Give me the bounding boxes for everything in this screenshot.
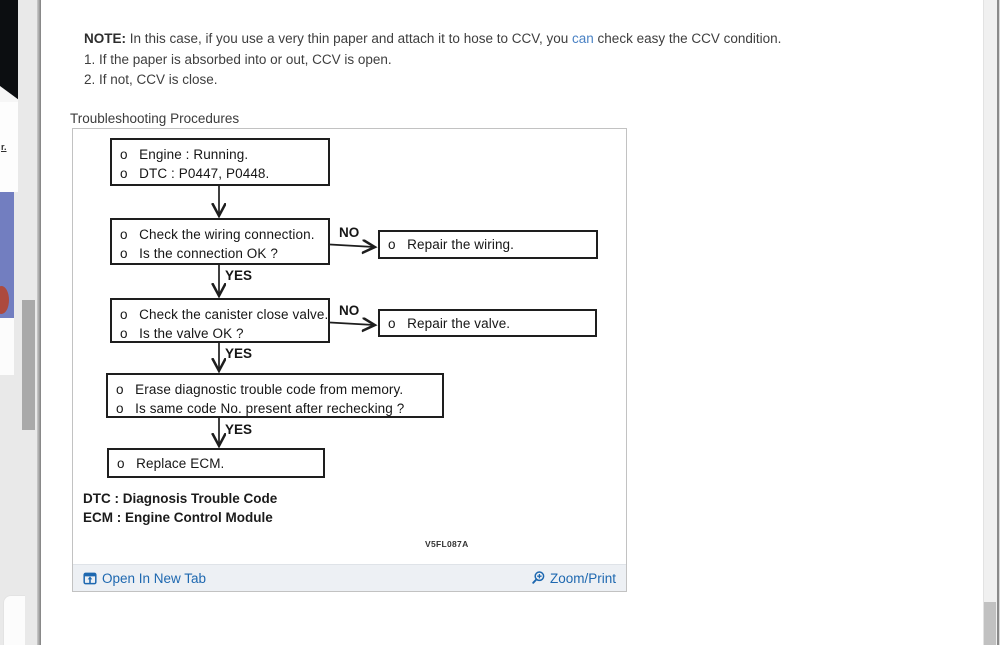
open-in-new-tab-link[interactable]: Open In New Tab <box>83 571 206 586</box>
flowchart-box-check-wiring: o Check the wiring connection. o Is the … <box>110 218 330 265</box>
flowchart-box-line: o Check the canister close valve. <box>120 307 329 322</box>
legend-ecm: ECM : Engine Control Module <box>83 510 273 525</box>
note-label: NOTE: <box>84 31 126 46</box>
zoom-print-label: Zoom/Print <box>549 570 616 586</box>
background-scrollbar-thumb[interactable] <box>22 300 35 430</box>
flowchart-box-replace-ecm: o Replace ECM. <box>107 448 325 478</box>
flowchart-box-check-valve: o Check the canister close valve. o Is t… <box>110 298 330 343</box>
open-in-new-tab-icon <box>83 572 97 584</box>
background-text-fragment: r. <box>1 142 7 152</box>
flowchart-box-line: o Replace ECM. <box>117 455 225 471</box>
scrollbar-track[interactable] <box>983 0 997 645</box>
branch-label-yes: YES <box>225 346 253 361</box>
branch-label-no: NO <box>339 303 360 318</box>
flowchart-box-repair-valve: o Repair the valve. <box>378 309 597 337</box>
flowchart-box-start: o Engine : Running. o DTC : P0447, P0448… <box>110 138 330 186</box>
scrollbar-thumb[interactable] <box>984 602 996 645</box>
window-divider <box>37 0 41 645</box>
note-list-item-1: 1. If the paper is absorbed into or out,… <box>84 52 392 67</box>
content-panel: NOTE: In this case, if you use a very th… <box>41 0 983 645</box>
note-list-item-2: 2. If not, CCV is close. <box>84 72 218 87</box>
branch-label-no: NO <box>339 225 360 240</box>
section-heading: Troubleshooting Procedures <box>70 111 240 126</box>
background-card-fragment <box>3 595 25 645</box>
background-white-strip <box>0 102 18 192</box>
open-in-new-tab-label: Open In New Tab <box>102 570 207 586</box>
note-body-after: check easy the CCV condition. <box>593 31 782 46</box>
legend-dtc: DTC : Diagnosis Trouble Code <box>83 491 278 506</box>
note-body-before: In this case, if you use a very thin pap… <box>126 31 573 46</box>
background-white-strip-lower <box>0 318 14 375</box>
flowchart-image: o Engine : Running. o DTC : P0447, P0448… <box>73 129 626 564</box>
flowchart-box-line: o Engine : Running. <box>120 147 249 162</box>
note-text: NOTE: In this case, if you use a very th… <box>84 31 781 46</box>
zoom-icon <box>532 571 545 584</box>
branch-label-yes: YES <box>225 268 253 283</box>
flowchart-box-line: o Erase diagnostic trouble code from mem… <box>116 382 404 397</box>
flowchart-box-line: o Repair the valve. <box>388 315 511 331</box>
flowchart-box-erase-code: o Erase diagnostic trouble code from mem… <box>106 373 444 418</box>
background-image-detail <box>0 286 9 314</box>
branch-label-yes: YES <box>225 422 253 437</box>
figure-viewer: o Engine : Running. o DTC : P0447, P0448… <box>72 128 627 592</box>
note-inline-link[interactable]: can <box>572 31 594 46</box>
figure-toolbar: Open In New Tab Zoom/Print <box>73 564 626 591</box>
flowchart-box-line: o Repair the wiring. <box>388 237 515 252</box>
flowchart-box-line: o Is same code No. present after recheck… <box>116 401 405 416</box>
flowchart-box-line: o Is the connection OK ? <box>120 246 278 261</box>
flowchart-box-line: o Is the valve OK ? <box>120 326 244 341</box>
flowchart-box-line: o DTC : P0447, P0448. <box>120 166 270 181</box>
zoom-print-link[interactable]: Zoom/Print <box>531 571 616 586</box>
flowchart-box-repair-wiring: o Repair the wiring. <box>378 230 598 259</box>
background-photo-fragment <box>0 0 18 102</box>
window-right-edge <box>997 0 999 645</box>
figure-code: V5FL087A <box>425 539 469 549</box>
flowchart-box-line: o Check the wiring connection. <box>120 227 315 242</box>
background-image-fragment <box>0 192 14 318</box>
